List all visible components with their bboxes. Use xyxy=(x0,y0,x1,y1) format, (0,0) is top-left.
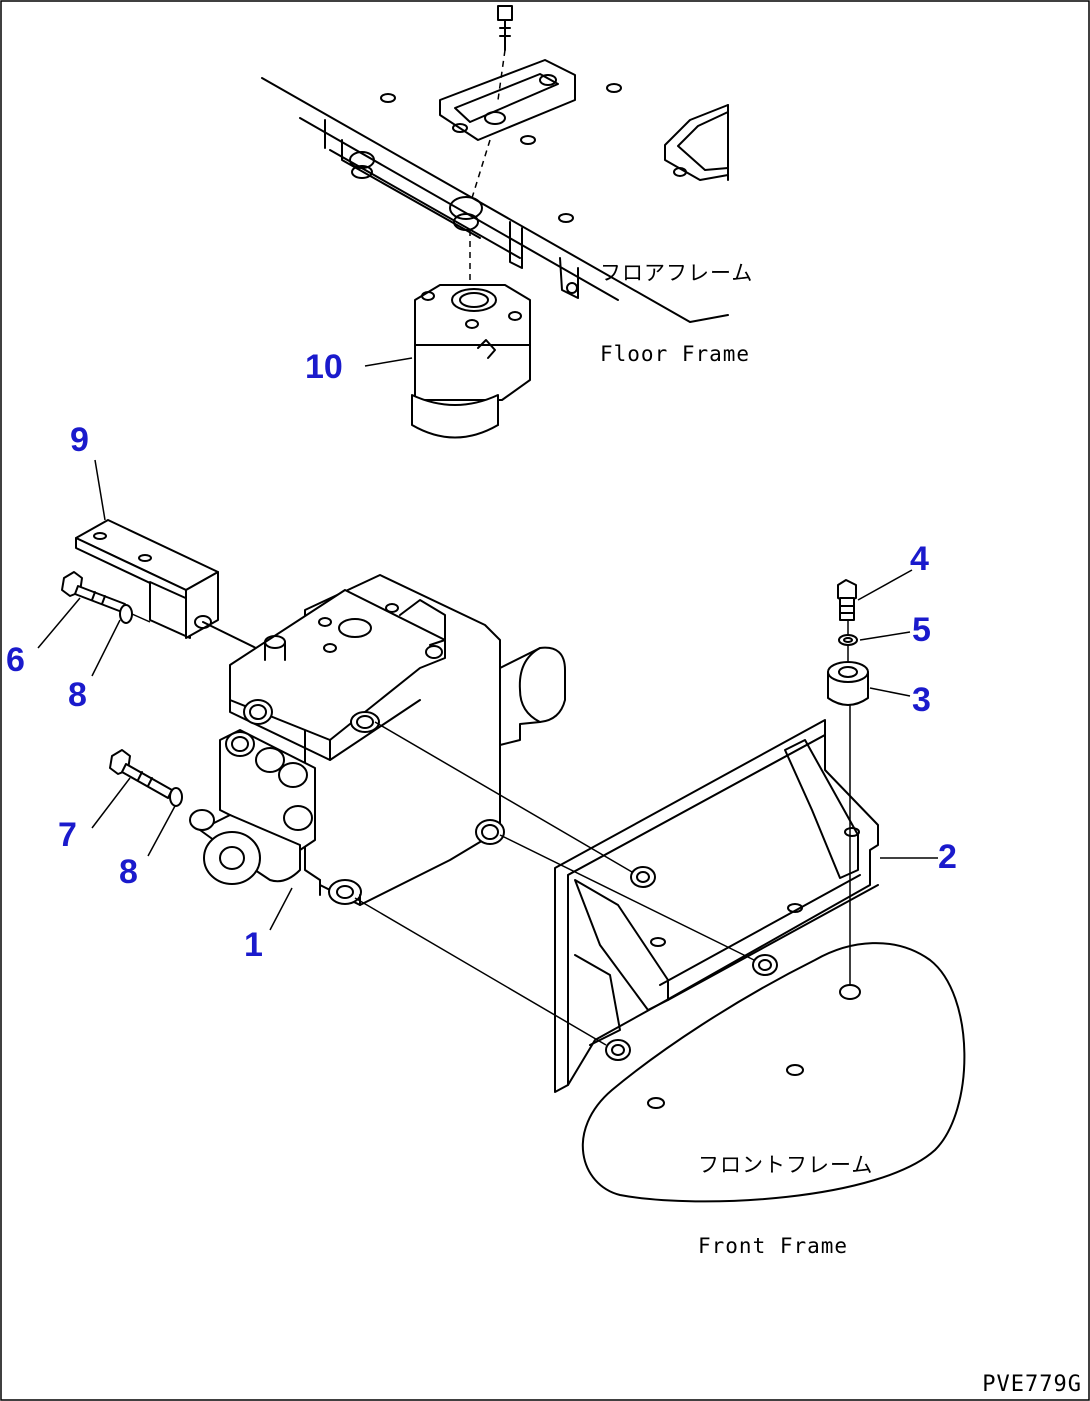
part-10-steering-valve xyxy=(411,284,531,439)
front-frame-label-en: Front Frame xyxy=(698,1234,849,1259)
part-number-10: 10 xyxy=(305,348,343,386)
floor-frame xyxy=(261,5,729,323)
part-number-8-lower: 8 xyxy=(119,853,138,891)
part-9-bracket xyxy=(75,519,261,651)
floor-frame-label: フロアフレーム Floor Frame xyxy=(600,205,753,423)
front-frame-label-jp: フロントフレーム xyxy=(698,1152,874,1177)
part-number-1: 1 xyxy=(244,926,263,964)
part-2-mounting-bracket xyxy=(554,719,879,1093)
floor-frame-label-en: Floor Frame xyxy=(600,342,751,367)
part-8-washer-upper xyxy=(119,604,133,624)
part-number-6: 6 xyxy=(6,641,25,679)
part-number-2: 2 xyxy=(938,838,957,876)
part-number-5: 5 xyxy=(912,611,931,649)
part-6-bolt xyxy=(61,571,126,613)
assembly-lines xyxy=(131,613,851,1046)
part-number-3: 3 xyxy=(912,681,931,719)
part-number-7: 7 xyxy=(58,816,77,854)
floor-frame-label-jp: フロアフレーム xyxy=(600,260,754,285)
part-number-4: 4 xyxy=(910,540,929,578)
part-number-8-upper: 8 xyxy=(68,676,87,714)
part-8-washer-lower xyxy=(169,787,183,807)
part-5-washer xyxy=(838,634,858,646)
leader-lines xyxy=(37,357,938,931)
part-7-bolt xyxy=(109,749,173,799)
part-3-spacer xyxy=(827,661,869,706)
drawing-code: PVE779G xyxy=(982,1372,1082,1397)
front-frame-label: フロントフレーム Front Frame xyxy=(698,1097,873,1315)
part-1-control-valve xyxy=(189,574,566,906)
part-number-9: 9 xyxy=(70,421,89,459)
part-4-bolt xyxy=(837,579,857,621)
